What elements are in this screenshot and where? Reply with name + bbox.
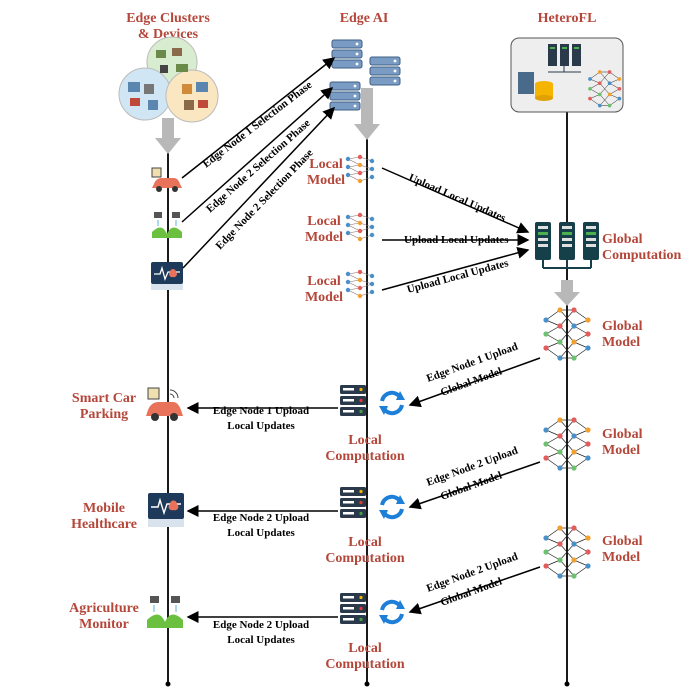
local-model-icon xyxy=(345,212,375,242)
global-model-label: Global xyxy=(602,534,643,549)
local-model-label: Local xyxy=(307,274,341,289)
gray-down-arrow xyxy=(155,118,181,154)
global-model-label: Global xyxy=(602,427,643,442)
global-model-label: Model xyxy=(602,335,640,350)
device-label-agriculture: Monitor xyxy=(79,617,129,632)
selection-arrow-2 xyxy=(181,87,334,223)
global-server-icon xyxy=(534,221,552,269)
global-server-icon xyxy=(558,221,576,269)
local-model-label: Local xyxy=(309,157,343,172)
healthcare-monitor-icon xyxy=(151,262,183,290)
global-model-label: Model xyxy=(602,550,640,565)
edge-clusters-title-2: & Devices xyxy=(138,27,199,42)
local-model-icon xyxy=(345,269,375,299)
global-upload-arrow-3 xyxy=(408,566,541,615)
selection-arrow-3 xyxy=(182,106,336,269)
upload-label-2: Upload Local Updates xyxy=(404,234,509,246)
edge-clusters-title: Edge Clusters xyxy=(126,11,210,26)
edge-clusters-lifeline-end xyxy=(165,681,171,687)
local-model-label: Model xyxy=(307,173,345,188)
healthcare-monitor-icon xyxy=(148,493,184,527)
local-model-icon xyxy=(345,154,375,184)
local-computation-label: Computation xyxy=(325,551,405,566)
selection-arrow-1 xyxy=(181,57,336,179)
local-computation-server-icon xyxy=(340,385,366,416)
gray-down-arrow xyxy=(354,88,380,140)
local-computation-label: Local xyxy=(348,535,382,550)
heterofl-title: HeteroFL xyxy=(538,11,597,26)
gray-down-arrow xyxy=(554,280,580,306)
global-computation-label: Global xyxy=(602,232,643,247)
heterofl-panel xyxy=(510,37,624,113)
device-upload-label-3: Local Updates xyxy=(227,634,295,646)
local-computation-label: Local xyxy=(348,433,382,448)
edge-server-icon xyxy=(369,56,401,86)
global-computation-label: Computation xyxy=(602,248,682,263)
local-model-label: Local xyxy=(307,214,341,229)
upload-label-1: Upload Local Updates xyxy=(407,172,508,225)
local-model-label: Model xyxy=(305,230,343,245)
global-upload-arrow-1 xyxy=(408,357,541,408)
device-upload-label-1: Edge Node 1 Upload xyxy=(213,405,309,417)
device-upload-label-1: Local Updates xyxy=(227,420,295,432)
heterofl-lifeline-end xyxy=(564,681,570,687)
car-parking-icon xyxy=(151,167,182,192)
agriculture-icon xyxy=(147,596,183,628)
edge-ai-title: Edge AI xyxy=(340,11,389,26)
edge-server-icon xyxy=(331,39,363,69)
server-cluster-icon xyxy=(548,44,581,73)
database-icon xyxy=(518,72,553,101)
car-parking-icon xyxy=(146,387,183,421)
refresh-icon xyxy=(379,390,405,416)
refresh-icon xyxy=(379,599,405,625)
device-label-healthcare: Healthcare xyxy=(71,517,137,532)
edge-server-icon xyxy=(329,81,361,111)
device-clusters-icon xyxy=(118,36,219,123)
local-computation-label: Local xyxy=(348,641,382,656)
device-label-smart-car: Parking xyxy=(80,407,128,422)
upload-label-3: Upload Local Updates xyxy=(406,257,511,296)
global-server-icon xyxy=(582,221,600,269)
device-label-agriculture: Agriculture xyxy=(69,601,139,616)
upload-arrow-3 xyxy=(381,246,530,291)
local-computation-label: Computation xyxy=(325,657,405,672)
upload-arrow-1 xyxy=(381,167,530,234)
device-upload-label-3: Edge Node 2 Upload xyxy=(213,619,309,631)
agriculture-icon xyxy=(152,212,182,238)
global-upload-arrow-2 xyxy=(408,461,541,510)
device-label-healthcare: Mobile xyxy=(83,501,125,516)
global-model-label: Model xyxy=(602,443,640,458)
local-computation-label: Computation xyxy=(325,449,405,464)
local-computation-server-icon xyxy=(340,487,366,518)
device-label-smart-car: Smart Car xyxy=(72,391,136,406)
global-model-label: Global xyxy=(602,319,643,334)
local-model-label: Model xyxy=(305,290,343,305)
refresh-icon xyxy=(379,494,405,520)
local-computation-server-icon xyxy=(340,593,366,624)
edge-ai-lifeline-end xyxy=(364,681,370,687)
device-upload-label-2: Local Updates xyxy=(227,527,295,539)
device-upload-label-2: Edge Node 2 Upload xyxy=(213,512,309,524)
